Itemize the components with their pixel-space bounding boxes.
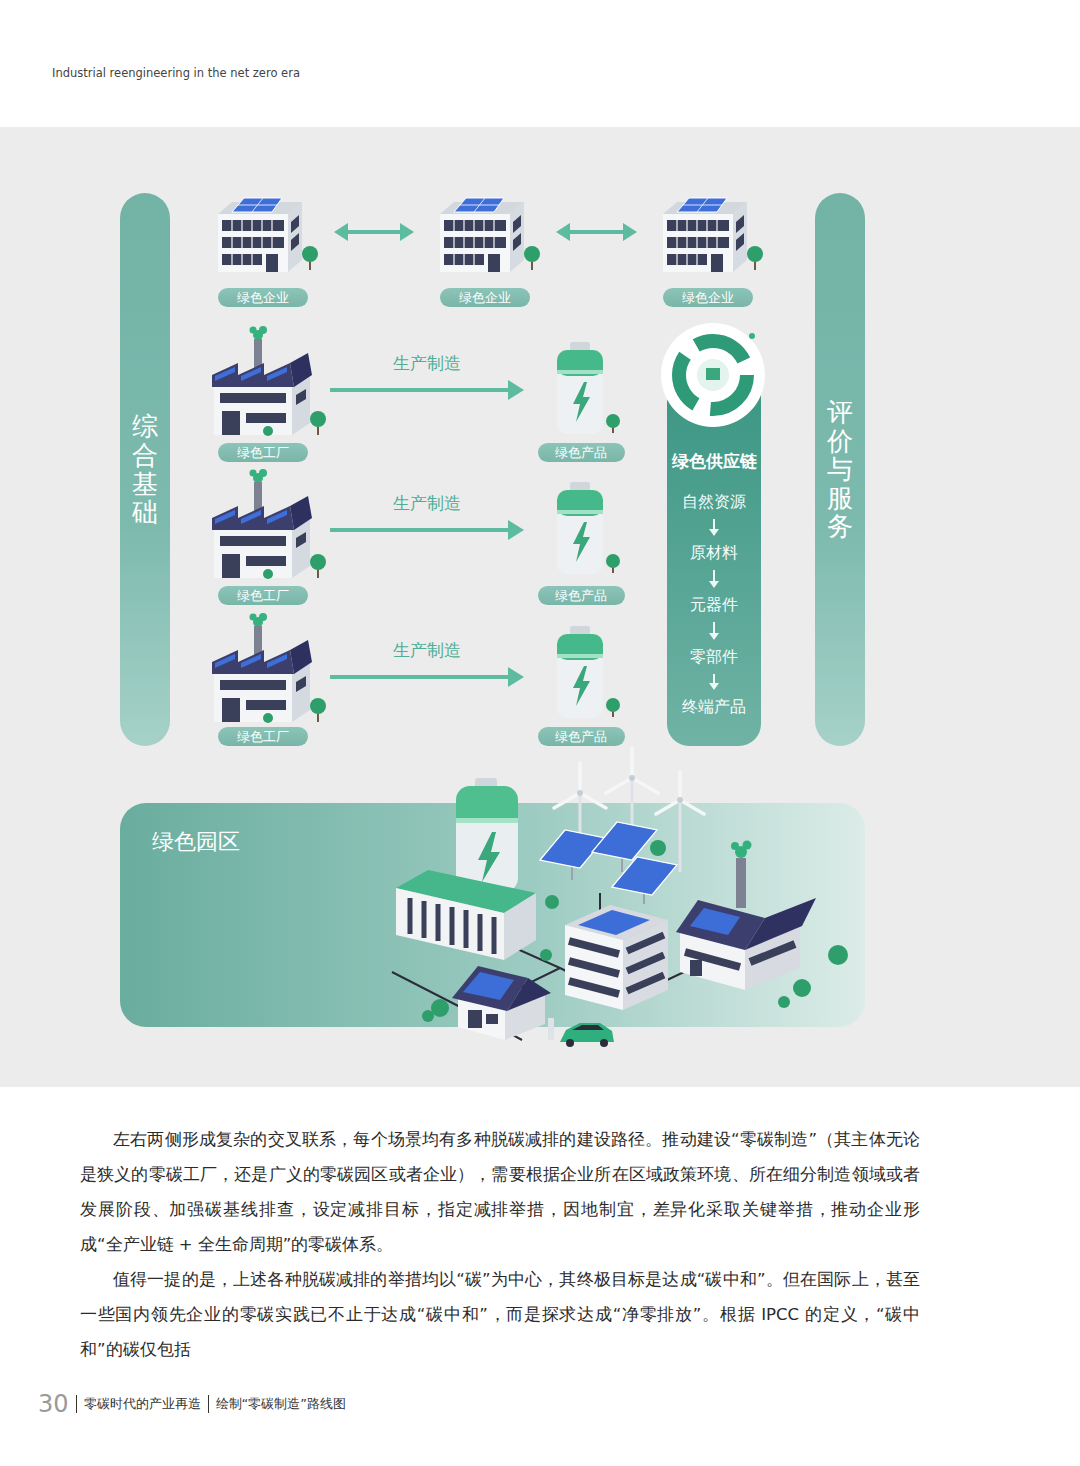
factory-icon (212, 469, 326, 579)
header-anchor: Industrial reengineering in the net zero… (52, 66, 300, 80)
entity-node: 绿色企业 (653, 185, 763, 307)
battery-icon (557, 482, 620, 574)
band-title: 评价与服务 (827, 398, 853, 541)
connector-line (713, 622, 715, 634)
arrowhead (709, 633, 719, 640)
label-anchor: 生产制造 (389, 352, 465, 374)
office-icon (218, 198, 318, 272)
pill-label: 绿色产品 (538, 443, 625, 462)
office-icon (663, 198, 763, 272)
side-band: 综合基础 (120, 193, 170, 746)
footer-title: 零碳时代的产业再造 (84, 1395, 201, 1413)
factory-icon (212, 326, 326, 436)
pill-label: 绿色工厂 (218, 586, 308, 605)
battery-icon (557, 626, 620, 718)
park-illustration (392, 748, 848, 1047)
supply-chain-column: 绿色供应链自然资源原材料元器件零部件终端产品 (667, 323, 761, 746)
entity-node: 绿色企业 (430, 185, 540, 307)
park-band (120, 803, 865, 1027)
connector-line (713, 674, 715, 684)
entity-node: 绿色企业 (208, 185, 318, 307)
pill-label: 绿色企业 (440, 288, 530, 307)
pill-label: 绿色企业 (218, 288, 308, 307)
pill-label: 绿色工厂 (218, 727, 308, 746)
arrowhead (623, 223, 637, 241)
step-label: 终端产品 (682, 697, 746, 717)
step-label: 原材料 (690, 543, 738, 563)
chain-step: 零部件 (667, 645, 761, 669)
connector-line (330, 675, 511, 679)
label-anchor: 生产制造 (389, 492, 465, 514)
edge-label: 生产制造 (389, 639, 465, 661)
column-title: 绿色供应链 (667, 451, 761, 473)
entity-node: 绿色产品 (536, 620, 626, 746)
connector-line (713, 519, 715, 530)
connector-arrow (334, 223, 414, 241)
grey-panel (0, 127, 1080, 1087)
label-anchor: 生产制造 (389, 639, 465, 661)
pill-label: 绿色企业 (663, 288, 753, 307)
chain-step: 自然资源 (667, 490, 761, 514)
connector-arrow (709, 570, 719, 588)
chain-step: 原材料 (667, 541, 761, 565)
entity-node: 绿色产品 (536, 335, 626, 462)
entity-node: 绿色工厂 (208, 610, 318, 746)
chain-step: 元器件 (667, 593, 761, 617)
pill-label: 绿色产品 (538, 586, 625, 605)
connector-line (713, 570, 715, 582)
step-label: 零部件 (690, 647, 738, 667)
body-paragraph: 值得一提的是，上述各种脱碳减排的举措均以“碳”为中心，其终极目标是达成“碳中和”… (80, 1262, 920, 1367)
pill-label: 绿色产品 (538, 727, 625, 746)
page-footer: 30 零碳时代的产业再造绘制“零碳制造”路线图 (38, 1390, 346, 1418)
connector-line (330, 528, 511, 532)
recycle-circle (661, 323, 765, 427)
connector-line (567, 230, 626, 234)
arrowhead (709, 529, 719, 536)
connector-line (330, 388, 511, 392)
pill-label: 绿色工厂 (218, 443, 308, 462)
band-title: 绿色园区 (152, 827, 240, 857)
arrowhead (709, 581, 719, 588)
body-paragraph: 左右两侧形成复杂的交叉联系，每个场景均有多种脱碳减排的建设路径。推动建设“零碳制… (80, 1122, 920, 1262)
connector-line (345, 230, 403, 234)
entity-node: 绿色工厂 (208, 466, 318, 605)
arrowhead (508, 520, 524, 540)
arrowhead (400, 223, 414, 241)
edge-label: 生产制造 (389, 352, 465, 374)
footer-title: 绘制“零碳制造”路线图 (216, 1395, 346, 1413)
battery-icon (557, 342, 620, 434)
arrowhead (709, 683, 719, 690)
connector-arrow (330, 380, 524, 400)
footer-divider (76, 1395, 77, 1413)
entity-node: 绿色工厂 (208, 320, 318, 462)
step-label: 元器件 (690, 595, 738, 615)
arrowhead (556, 223, 570, 241)
connector-arrow (709, 622, 719, 640)
edge-label: 生产制造 (389, 492, 465, 514)
chain-step: 终端产品 (667, 695, 761, 719)
band-title: 综合基础 (132, 412, 158, 526)
connector-arrow (556, 223, 637, 241)
running-header: Industrial reengineering in the net zero… (52, 66, 300, 80)
footer-divider (208, 1395, 209, 1413)
connector-arrow (330, 667, 524, 687)
body-text: 左右两侧形成复杂的交叉联系，每个场景均有多种脱碳减排的建设路径。推动建设“零碳制… (80, 1122, 920, 1367)
arrowhead (334, 223, 348, 241)
connector-arrow (709, 674, 719, 690)
side-band: 评价与服务 (815, 193, 865, 746)
connector-arrow (709, 519, 719, 536)
connector-arrow (330, 520, 524, 540)
arrowhead (508, 667, 524, 687)
factory-icon (212, 613, 326, 723)
page-number: 30 (38, 1390, 69, 1418)
step-label: 自然资源 (682, 492, 746, 512)
park-band: 绿色园区 (120, 803, 865, 1027)
office-icon (440, 198, 540, 272)
arrowhead (508, 380, 524, 400)
entity-node: 绿色产品 (536, 478, 626, 605)
